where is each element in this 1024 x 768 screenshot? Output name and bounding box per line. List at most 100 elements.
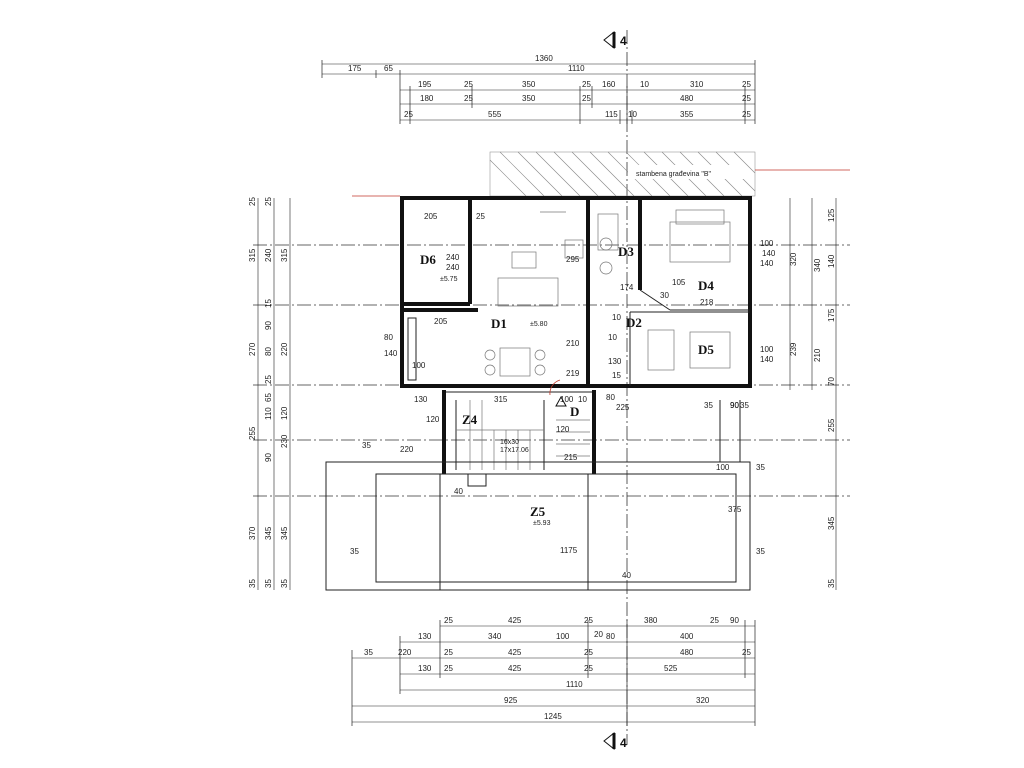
- inner-dimensions: 205 25 240 240 205 80 140 100 130 315 10…: [350, 212, 774, 580]
- dim-label: 35: [280, 579, 289, 588]
- dim-label: 375: [728, 505, 742, 514]
- dim-label: 255: [248, 426, 257, 440]
- dim-label: 35: [350, 547, 359, 556]
- dim-label: 1175: [560, 546, 578, 555]
- dim-label: 100: [560, 395, 574, 404]
- dim-label: 345: [280, 526, 289, 540]
- section-marker-top: 4: [603, 30, 627, 50]
- dim-label: 15: [612, 371, 621, 380]
- dim-label: 130: [418, 632, 432, 641]
- dim-label: 180: [420, 94, 434, 103]
- dim-label: 35: [248, 579, 257, 588]
- dim-label: 65: [384, 64, 393, 73]
- dim-label: 525: [664, 664, 678, 673]
- dim-label: 140: [762, 249, 776, 258]
- dim-label: 100: [412, 361, 426, 370]
- stair-steps: 17x17.06: [500, 447, 529, 454]
- dim-label: 345: [264, 526, 273, 540]
- dim-label: 425: [508, 664, 522, 673]
- dim-label: 175: [827, 308, 836, 322]
- dim-label: 1245: [544, 712, 562, 721]
- dim-label: 925: [504, 696, 518, 705]
- dim-label: 80: [264, 347, 273, 356]
- dim-label: 239: [789, 342, 798, 356]
- dim-label: 140: [760, 259, 774, 268]
- level-d1: ±5.80: [530, 321, 548, 328]
- dim-label: 140: [827, 254, 836, 268]
- dim-label: 345: [827, 516, 836, 530]
- dim-label: 425: [508, 616, 522, 625]
- dim-label: 1110: [566, 680, 583, 689]
- dim-label: 120: [556, 425, 570, 434]
- dim-label: 25: [248, 197, 257, 206]
- dim-label: 295: [566, 255, 580, 264]
- neighbor-building-hatch: stambena građevina "B": [352, 151, 850, 197]
- dim-label: 219: [566, 369, 580, 378]
- dim-label: 480: [680, 94, 694, 103]
- dim-label: 10: [628, 110, 637, 119]
- dim-label: 218: [700, 298, 714, 307]
- dim-label: 350: [522, 80, 536, 89]
- room-label-d4: D4: [698, 278, 714, 293]
- dim-label: 25: [742, 80, 751, 89]
- dim-label: 240: [446, 253, 460, 262]
- dim-label: 35: [756, 547, 765, 556]
- dim-label: 10: [608, 333, 617, 342]
- dim-label: 35: [264, 579, 273, 588]
- dim-label: 370: [248, 526, 257, 540]
- dim-label: 35: [704, 401, 713, 410]
- dim-label: 310: [690, 80, 704, 89]
- dim-label: 100: [760, 345, 774, 354]
- dim-label: 215: [564, 453, 578, 462]
- dim-label: 125: [827, 208, 836, 222]
- dim-label: 40: [454, 487, 463, 496]
- dim-label: 25: [710, 616, 719, 625]
- dim-label: 25: [444, 648, 453, 657]
- dim-label: 35: [362, 441, 371, 450]
- dim-label: 35: [364, 648, 373, 657]
- dim-label: 400: [680, 632, 694, 641]
- section-label-bottom: 4: [620, 736, 627, 750]
- dim-label: 120: [280, 406, 289, 420]
- dim-label: 25: [464, 80, 473, 89]
- dim-label: 480: [680, 648, 694, 657]
- dim-label: 225: [616, 403, 630, 412]
- dim-label: 240: [264, 248, 273, 262]
- dim-label: 130: [414, 395, 428, 404]
- dim-label: 25: [582, 80, 591, 89]
- section-label-top: 4: [620, 34, 627, 48]
- dim-label: 90: [730, 401, 739, 410]
- dim-label: 25: [742, 110, 751, 119]
- dim-label: 25: [464, 94, 473, 103]
- dim-label: 355: [680, 110, 694, 119]
- dim-label: 130: [608, 357, 622, 366]
- dim-label: 25: [584, 648, 593, 657]
- room-labels: D6 ±5.75 D1 ±5.80 D3 D4 D2 D5 Z4 Z5 ±5.9…: [420, 244, 714, 527]
- dim-label: 425: [508, 648, 522, 657]
- dim-label: 80: [606, 393, 615, 402]
- dim-label: 25: [444, 664, 453, 673]
- dim-label: 35: [756, 463, 765, 472]
- dim-label: 35: [827, 579, 836, 588]
- room-label-z4: Z4: [462, 412, 478, 427]
- dim-label: 10: [640, 80, 649, 89]
- room-label-d2: D2: [626, 315, 642, 330]
- dim-label: 70: [827, 377, 836, 386]
- dim-label: 130: [418, 664, 432, 673]
- building-walls: [325, 196, 752, 591]
- room-label-d6: D6: [420, 252, 436, 267]
- dim-label: 315: [248, 248, 257, 262]
- dim-label: 350: [522, 94, 536, 103]
- dim-label: 315: [280, 248, 289, 262]
- dim-label: 25: [582, 94, 591, 103]
- dim-label: 555: [488, 110, 502, 119]
- room-label-d5: D5: [698, 342, 714, 357]
- dim-label: 90: [264, 453, 273, 462]
- dim-label: 100: [716, 463, 730, 472]
- dim-label: 25: [476, 212, 485, 221]
- dim-label: 255: [827, 418, 836, 432]
- dim-label: 120: [426, 415, 440, 424]
- dim-label: 270: [248, 342, 257, 356]
- dim-label: 110: [264, 407, 273, 420]
- dim-label: 25: [264, 375, 273, 384]
